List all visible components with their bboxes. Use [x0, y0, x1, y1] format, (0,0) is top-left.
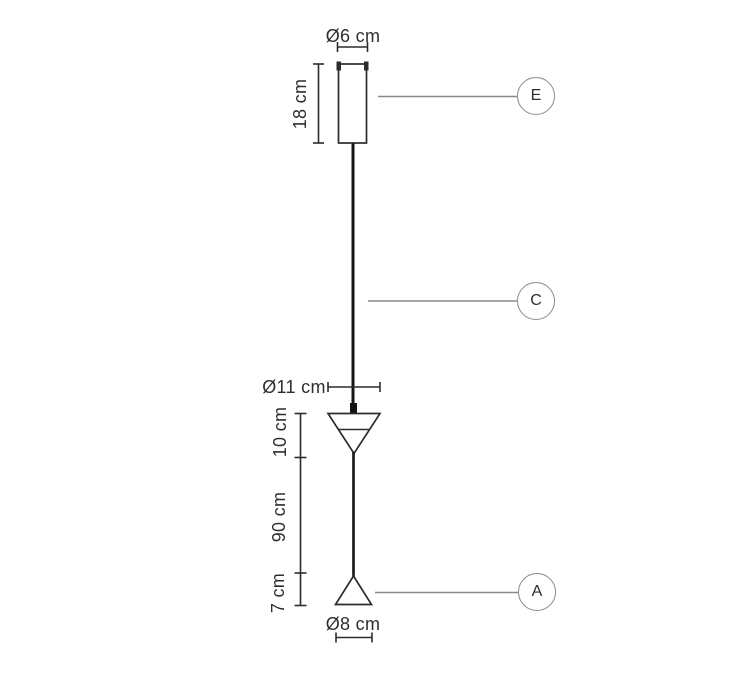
callout-a-letter: A	[531, 583, 543, 600]
label-bulb-height: 7 cm	[268, 572, 288, 614]
callout-a: A	[518, 573, 556, 611]
callout-c-letter: C	[530, 292, 542, 309]
dim-line-diffuser-diameter	[327, 382, 381, 392]
dim-line-canopy-diameter	[336, 42, 369, 52]
callout-e: E	[517, 77, 555, 115]
label-canopy-height: 18 cm	[290, 78, 310, 130]
callout-e-letter: E	[530, 87, 542, 104]
label-canopy-diameter: Ø6 cm	[325, 26, 381, 46]
callout-c: C	[517, 282, 555, 320]
diffuser-cone	[326, 403, 382, 456]
label-bulb-diameter: Ø8 cm	[325, 614, 381, 634]
label-diffuser-diameter: Ø11 cm	[262, 377, 326, 397]
dim-line-left-column	[294, 412, 307, 607]
bottom-cone	[333, 574, 374, 606]
label-cable-length: 90 cm	[269, 491, 289, 543]
canopy-cylinder	[336, 61, 369, 144]
label-diffuser-height: 10 cm	[270, 406, 290, 458]
dim-line-bulb-diameter	[335, 632, 373, 643]
dim-line-canopy-height	[313, 63, 324, 144]
